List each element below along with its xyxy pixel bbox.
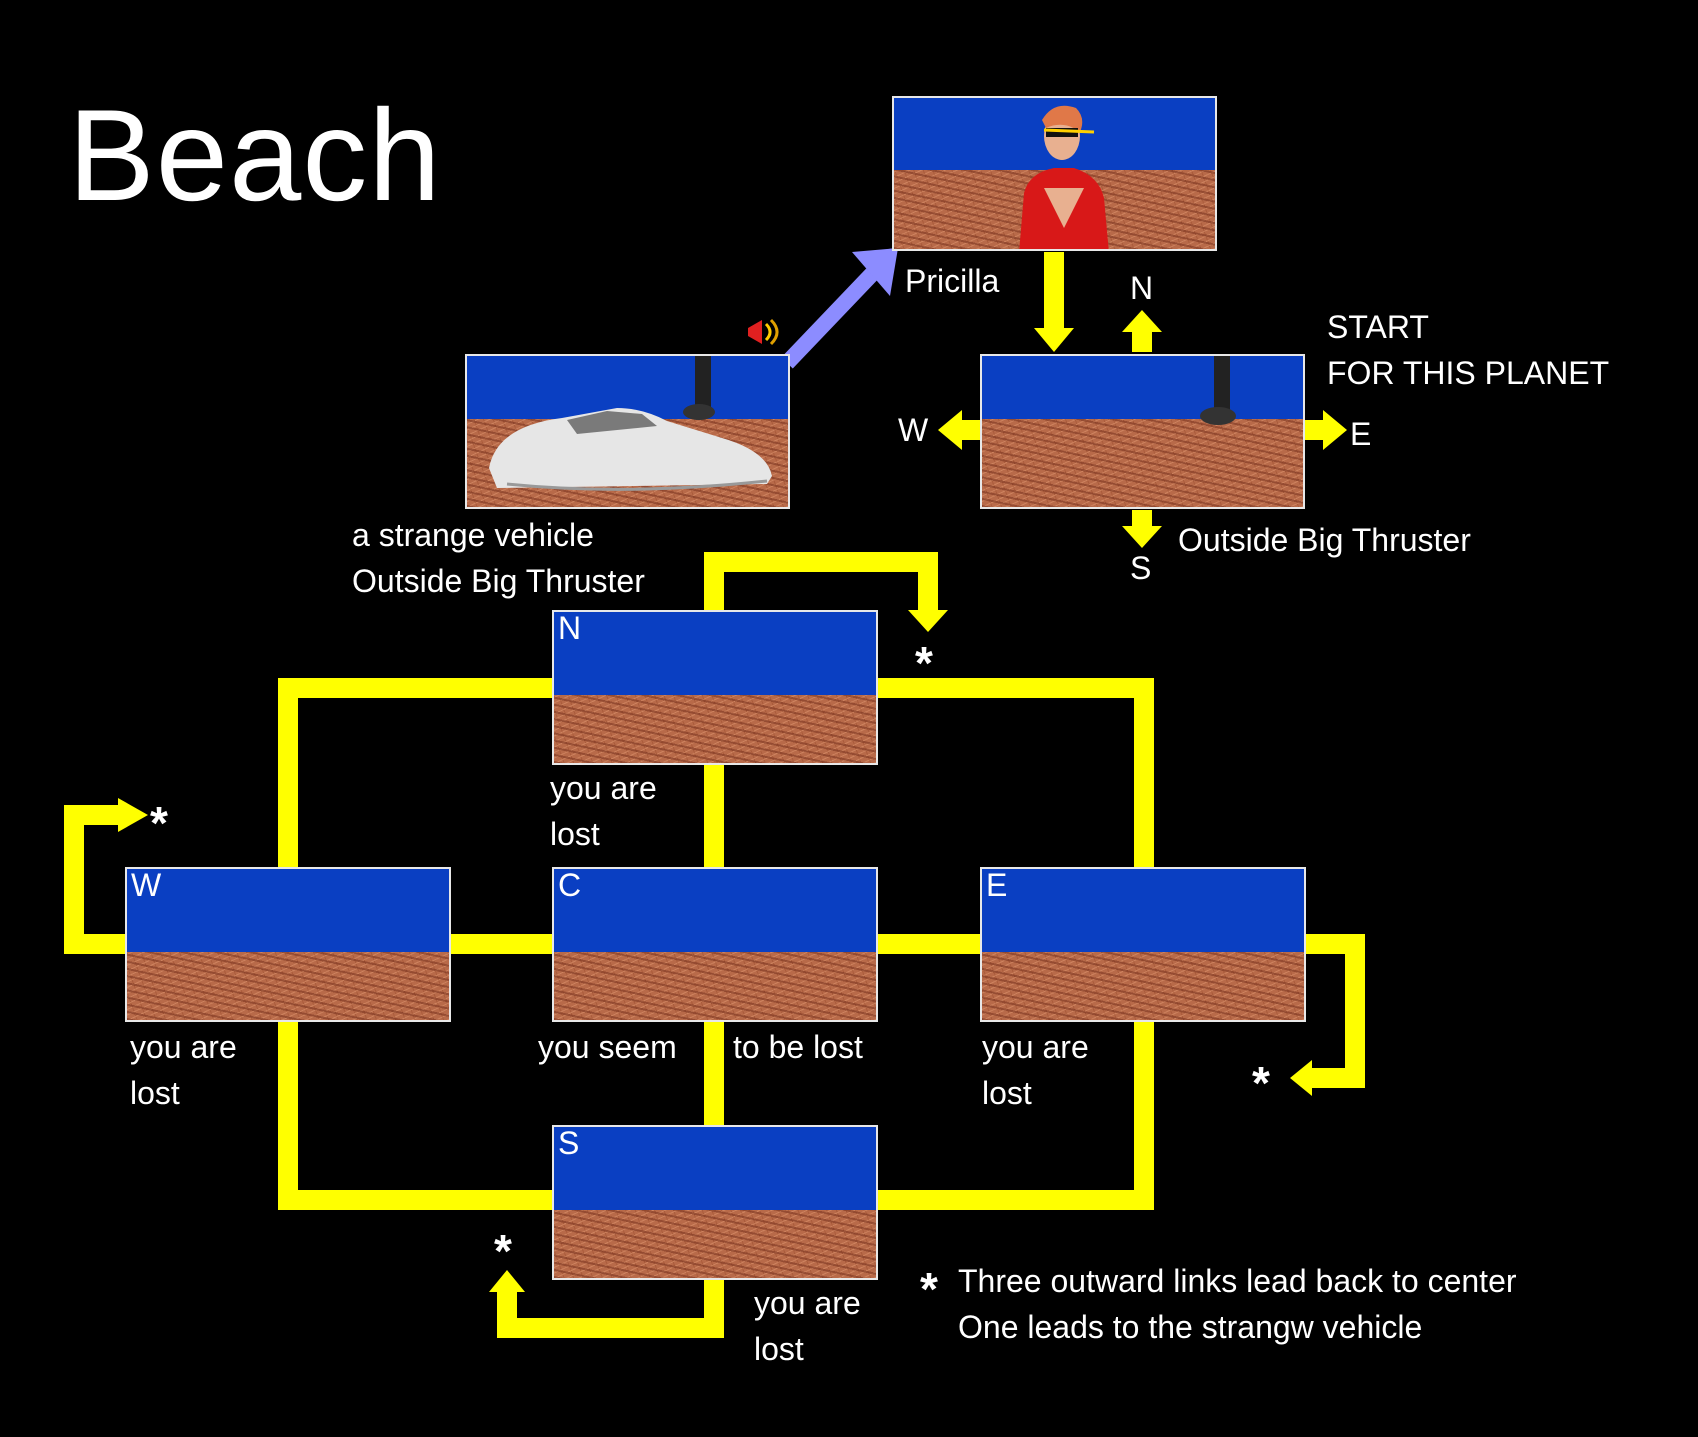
loop-west [64, 805, 127, 954]
scene-north[interactable]: N [552, 610, 878, 765]
caption-line: lost [550, 816, 600, 853]
loop-east [1303, 934, 1365, 1088]
exit-label-w: W [898, 412, 929, 448]
legend-text: Three outward links lead back to center … [958, 1258, 1517, 1351]
caption-north: you are lost [550, 765, 657, 858]
arrowhead-loop-north [908, 610, 948, 632]
thruster-icon [1200, 356, 1236, 425]
caption-line: a strange vehicle [352, 517, 594, 553]
scene-strange-vehicle[interactable] [465, 354, 790, 509]
arrowhead-exit-w [938, 410, 962, 450]
link-vehicle-pricilla [781, 268, 878, 369]
caption-line: you are [754, 1285, 861, 1321]
caption-line: you are [550, 770, 657, 806]
caption-line: you are [982, 1029, 1089, 1065]
scene-start[interactable] [980, 354, 1305, 509]
arrowhead-loop-east [1290, 1060, 1312, 1096]
sound-icon [748, 318, 779, 346]
sand [554, 1210, 876, 1278]
legend-asterisk: * [920, 1263, 938, 1315]
ring-bottom-right [875, 1020, 1154, 1210]
sand [554, 695, 876, 763]
caption-line: you are [130, 1029, 237, 1065]
sand [127, 952, 449, 1020]
caption-line: lost [130, 1075, 180, 1112]
scene-letter: W [131, 867, 162, 903]
caption-strange-vehicle: a strange vehicle Outside Big Thruster [352, 512, 645, 605]
sand [554, 952, 876, 1020]
asterisk-north: * [915, 637, 933, 689]
caption-line: lost [982, 1075, 1032, 1112]
caption-center-right: to be lost [733, 1029, 863, 1065]
asterisk-south: * [494, 1225, 512, 1277]
arrowhead-exit-e [1323, 410, 1347, 450]
asterisk-east: * [1252, 1057, 1270, 1109]
scene-letter: C [558, 867, 582, 903]
loop-north [704, 552, 938, 612]
ring-top-right [875, 678, 1154, 870]
loop-south [497, 1280, 724, 1338]
sky [127, 869, 449, 953]
exit-label-e: E [1350, 416, 1372, 452]
scene-east[interactable]: E [980, 867, 1306, 1022]
sand [982, 419, 1303, 507]
arrowhead-loop-west [118, 798, 148, 832]
legend-line: One leads to the strangw vehicle [958, 1309, 1423, 1346]
arrowhead-loop-south [489, 1270, 525, 1292]
caption-south: you are lost [754, 1280, 861, 1373]
caption-pricilla: Pricilla [905, 263, 1000, 299]
pricilla-figure-icon [1019, 105, 1109, 249]
ring-bottom-left [278, 1020, 555, 1210]
arrowhead-exit-s [1122, 526, 1162, 548]
start-note-line: START [1327, 309, 1429, 345]
ring-top-left [278, 678, 555, 870]
scene-letter: S [558, 1125, 580, 1161]
caption-west: you are lost [130, 1024, 237, 1117]
caption-start: Outside Big Thruster [1178, 522, 1471, 558]
arrowhead-exit-n [1122, 310, 1162, 332]
sky [982, 869, 1304, 953]
arrowhead-pricilla-start [1034, 328, 1074, 352]
asterisk-west: * [150, 797, 168, 849]
start-note: START FOR THIS PLANET [1327, 304, 1609, 397]
exit-label-n: N [1130, 270, 1154, 306]
exit-label-s: S [1130, 550, 1152, 586]
scene-pricilla[interactable] [892, 96, 1217, 251]
scene-west[interactable]: W [125, 867, 451, 1022]
scene-letter: N [558, 610, 582, 646]
page-title: Beach [68, 82, 442, 228]
scene-letter: E [986, 867, 1008, 903]
caption-center-left: you seem [538, 1029, 677, 1065]
vehicle-icon [489, 356, 772, 491]
scene-south[interactable]: S [552, 1125, 878, 1280]
caption-line: lost [754, 1331, 804, 1368]
caption-line: Outside Big Thruster [352, 563, 645, 600]
sky [982, 356, 1303, 420]
legend-line: Three outward links lead back to center [958, 1263, 1517, 1299]
start-note-line: FOR THIS PLANET [1327, 355, 1610, 392]
sky [554, 869, 876, 953]
scene-center[interactable]: C [552, 867, 878, 1022]
sky [554, 612, 876, 696]
sand [982, 952, 1304, 1020]
caption-east: you are lost [982, 1024, 1089, 1117]
sky [554, 1127, 876, 1211]
arrowhead-vehicle-pricilla [852, 248, 898, 296]
